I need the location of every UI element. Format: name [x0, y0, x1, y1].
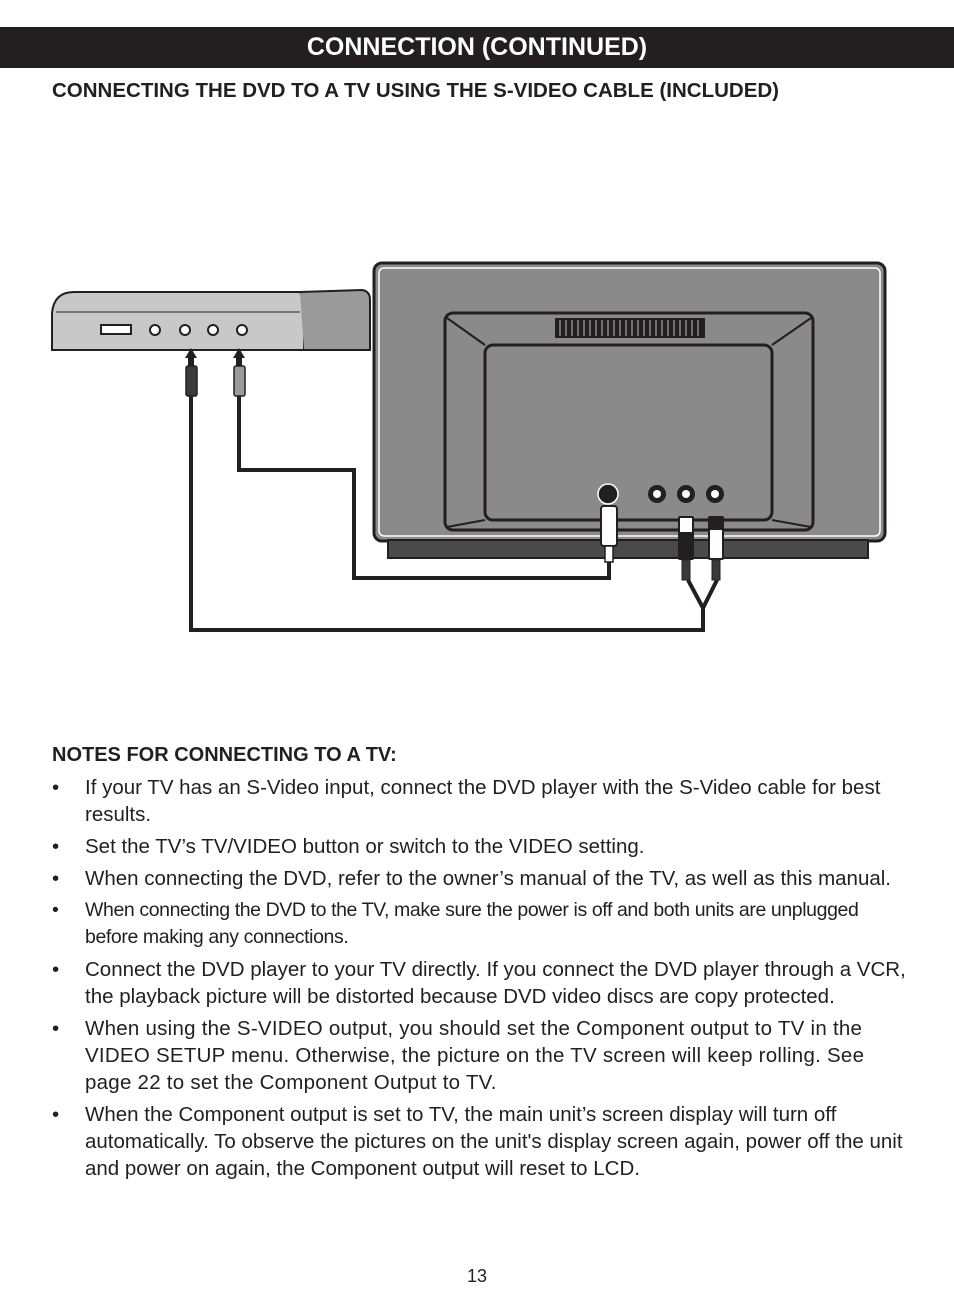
list-item: • Connect the DVD player to your TV direc…	[52, 956, 912, 1010]
list-item-text: If your TV has an S-Video input, connect…	[85, 776, 881, 826]
cables	[189, 396, 719, 632]
bullet: •	[52, 899, 59, 921]
list-item-text: When connecting the DVD, refer to the ow…	[85, 867, 892, 890]
dvd-player-illustration	[51, 288, 371, 397]
bullet: •	[52, 1103, 60, 1126]
bullet: •	[52, 776, 60, 799]
list-item-text: Set the TV’s TV/VIDEO button or switch t…	[85, 835, 645, 858]
bullet: •	[52, 867, 60, 890]
list-item: • If your TV has an S-Video input, connec…	[52, 774, 912, 828]
bullet: •	[52, 835, 60, 858]
list-item: • Set the TV’s TV/VIDEO button or switch …	[52, 833, 912, 860]
list-item-text: When using the S-VIDEO output, you shoul…	[85, 1017, 865, 1094]
section-header: CONNECTION (CONTINUED)	[0, 27, 954, 68]
notes-heading: NOTES FOR CONNECTING TO A TV:	[52, 744, 397, 766]
vent-grille	[555, 318, 705, 338]
list-item-text: When connecting the DVD to the TV, make …	[85, 899, 859, 948]
list-item: • When the Component output is set to TV,…	[52, 1101, 912, 1182]
list-item-text: Connect the DVD player to your TV direct…	[85, 958, 906, 1008]
list-item: • When connecting the DVD to the TV, make…	[52, 897, 912, 951]
bullet: •	[52, 958, 60, 981]
list-item-text: When the Component output is set to TV, …	[85, 1103, 903, 1180]
section-subtitle: CONNECTING THE DVD TO A TV USING THE S-V…	[52, 79, 780, 102]
bullet: •	[52, 1017, 60, 1040]
page-number: 13	[466, 1266, 488, 1286]
connection-diagram	[51, 261, 887, 632]
list-item: • When using the S-VIDEO output, you shou…	[52, 1015, 912, 1096]
notes-list: • If your TV has an S-Video input, connec…	[52, 774, 912, 1187]
list-item: • When connecting the DVD, refer to the o…	[52, 865, 912, 892]
tv-back-illustration	[372, 261, 887, 581]
